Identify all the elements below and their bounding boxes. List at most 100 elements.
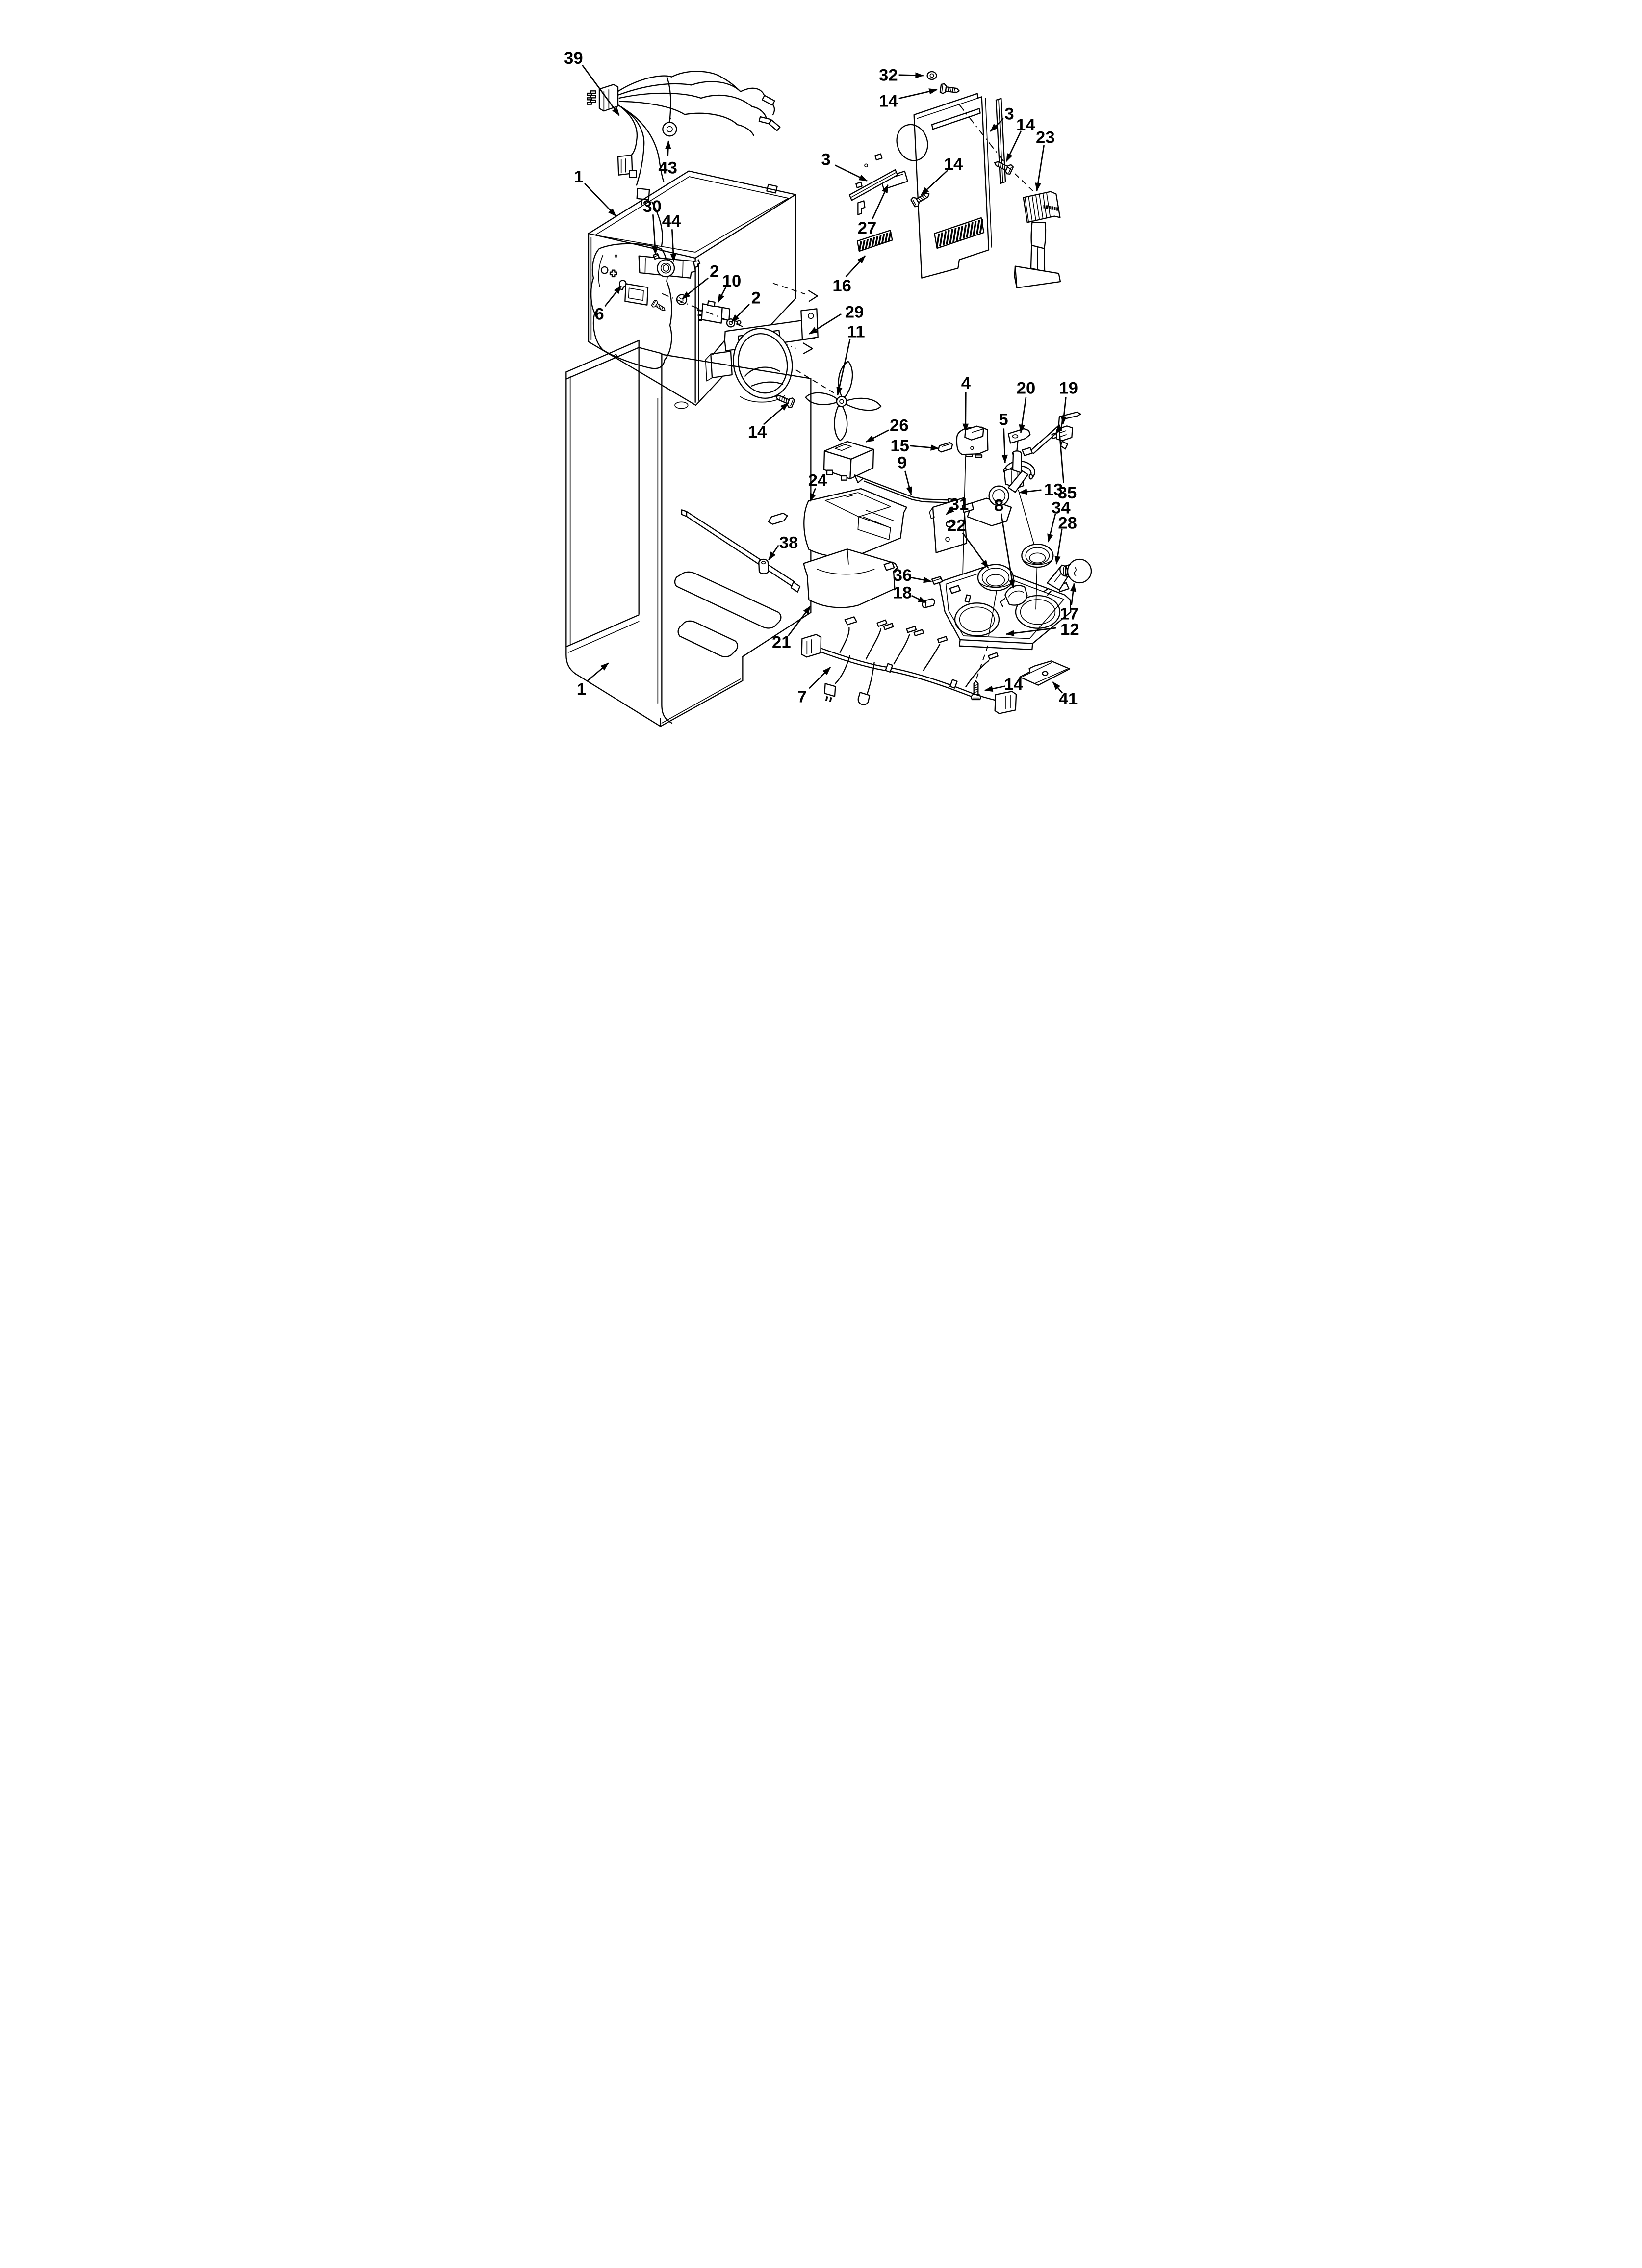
callout-21-41: 21 (772, 605, 811, 652)
callout-number: 10 (722, 272, 742, 290)
callout-39-0: 39 (564, 49, 620, 116)
callout-leader-arrow (1035, 145, 1045, 192)
callout-leader-arrow (1018, 488, 1042, 495)
callout-number: 41 (1059, 690, 1078, 708)
callout-number: 19 (1059, 379, 1078, 398)
callout-leader-arrow (768, 545, 779, 561)
callout-leader-arrow (1052, 681, 1063, 694)
callout-28-35: 28 (1054, 514, 1077, 565)
callout-8-33: 8 (994, 496, 1015, 589)
callout-24-30: 24 (808, 471, 827, 502)
callout-2-6: 2 (681, 262, 719, 300)
callout-number: 30 (642, 197, 662, 216)
callout-number: 3 (1004, 104, 1014, 123)
callout-29-9: 29 (809, 303, 864, 335)
callout-6-5: 6 (594, 285, 622, 324)
callout-11-10: 11 (836, 322, 865, 396)
callout-1-45: 1 (577, 662, 609, 699)
callout-leader-arrow (652, 214, 658, 255)
callout-number: 43 (658, 158, 677, 177)
callout-leader-arrow (1060, 397, 1067, 425)
callout-leader-arrow (681, 277, 709, 300)
callout-22-32: 22 (947, 517, 989, 569)
callout-leader-arrow (962, 532, 989, 569)
callout-number: 1 (574, 167, 583, 186)
callout-number: 11 (847, 322, 865, 341)
callout-number: 23 (1036, 128, 1055, 147)
callout-number: 29 (845, 303, 864, 321)
callout-27-16: 27 (858, 184, 889, 237)
callout-leader-arrow (809, 488, 816, 502)
callout-number: 26 (890, 417, 909, 435)
callout-17-39: 17 (1060, 583, 1078, 624)
light-shield-34 (1021, 544, 1054, 610)
callout-leader-arrow (1047, 514, 1056, 543)
callout-1-2: 1 (574, 167, 616, 217)
control-bracket-30-44 (618, 253, 701, 314)
mounting-pad-36 (931, 576, 944, 585)
fan-shroud (733, 328, 834, 409)
callout-leader-arrow (911, 577, 932, 583)
freezer-liner-1 (588, 170, 796, 406)
callout-number: 3 (821, 151, 830, 169)
callout-leader-arrow (809, 667, 831, 689)
callout-41-44: 41 (1052, 681, 1078, 708)
callout-number: 5 (999, 411, 1008, 429)
callout-44-4: 44 (662, 212, 681, 262)
callout-leader-arrow (1005, 130, 1022, 162)
callout-18-38: 18 (893, 583, 927, 603)
fan-blade-11 (805, 361, 882, 442)
callout-leader-arrow (836, 339, 851, 396)
callout-number: 22 (947, 517, 966, 535)
control-module-26 (823, 441, 874, 481)
callout-number: 14 (1004, 676, 1023, 694)
refrigerator-liner-parts-diagram: 3943130446210229111432143142716314232615… (564, 49, 1092, 727)
callout-leader-arrow (1070, 583, 1077, 605)
callout-32-12: 32 (879, 66, 924, 85)
callout-5-25: 5 (999, 411, 1008, 464)
callout-leader-arrow (731, 304, 750, 323)
damper-control-23 (1014, 191, 1061, 288)
callout-leader-arrow (1056, 422, 1064, 483)
callout-20-26: 20 (1017, 379, 1035, 434)
cover-plate-41 (1019, 660, 1071, 686)
callout-leader-arrow (604, 285, 622, 307)
breaker-strip-9 (854, 474, 955, 505)
callout-14-11: 14 (748, 402, 789, 442)
callout-leader-arrow (898, 72, 924, 78)
callout-leader-arrow (584, 183, 616, 217)
clip-15 (938, 442, 953, 453)
callout-leader-arrow (845, 255, 866, 277)
callout-number: 14 (748, 423, 767, 442)
callout-number: 36 (893, 566, 912, 585)
callout-31-31: 31 (946, 495, 969, 515)
light-bulb-17 (1063, 558, 1092, 584)
callout-12-40: 12 (1005, 621, 1079, 639)
callout-leader-arrow (872, 184, 889, 220)
callout-leader-arrow (910, 444, 940, 451)
callout-number: 2 (751, 289, 761, 308)
callout-38-36: 38 (768, 533, 798, 561)
callout-number: 9 (898, 454, 907, 472)
callout-number: 21 (772, 633, 791, 652)
thermostat-assembly (661, 283, 818, 354)
callout-leader-arrow (809, 313, 842, 335)
duct-cover-21 (803, 548, 898, 608)
callout-26-21: 26 (866, 417, 909, 443)
callout-leader-arrow (1001, 428, 1008, 464)
callout-10-7: 10 (717, 272, 742, 303)
mounting-plate-31 (929, 497, 968, 553)
callout-number: 15 (890, 437, 909, 455)
callout-leader-arrow (946, 507, 954, 515)
callout-number: 6 (594, 305, 604, 324)
callout-leader-arrow (904, 470, 912, 495)
callout-16-17: 16 (832, 255, 866, 295)
callout-leader-arrow (984, 685, 1005, 692)
screw-alignment-dash (976, 644, 989, 679)
callout-number: 16 (832, 277, 851, 295)
callout-leader-arrow (763, 402, 789, 425)
lamp-18 (922, 598, 935, 609)
callout-43-1: 43 (658, 140, 677, 177)
